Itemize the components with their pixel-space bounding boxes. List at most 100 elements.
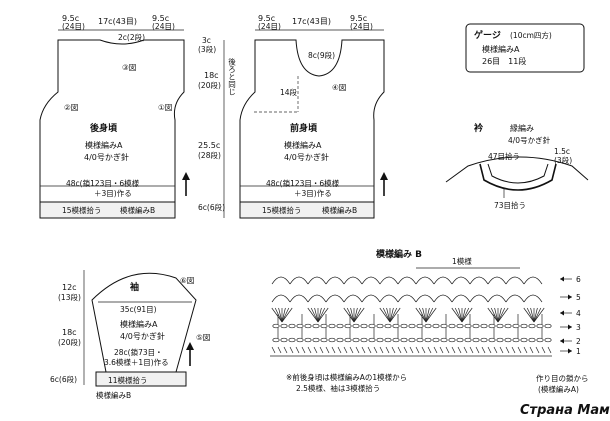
chart-single-stitch (433, 346, 438, 354)
collar-title: 衿 (474, 122, 483, 134)
sleeve-band-stitch: 模様編みB (96, 390, 131, 400)
chart-single-stitch (475, 346, 480, 354)
chart-chain-stitch (376, 323, 384, 329)
chart-chain-stitch (496, 323, 504, 329)
chart-row-label: 5 (576, 293, 581, 302)
front-width-mid: 17c(43目) (292, 17, 331, 26)
chart-fan-stitch (353, 307, 358, 323)
chart-chain-stitch (456, 323, 464, 329)
front-bodice: 9.5c (24目) 17c(43目) 9.5c (24目) 8c(9段) ④図… (239, 14, 388, 219)
chart-scallop (379, 294, 399, 303)
chart-fan-stitch (310, 307, 319, 323)
back-bodice: 9.5c (24目) 17c(43目) 9.5c (24目) 2c(2段) ③図… (39, 14, 190, 219)
front-width-right-sts: (24目) (350, 22, 373, 31)
chart-single-stitch (385, 346, 390, 354)
chart-single-stitch (361, 346, 366, 354)
chart-chain-stitch (496, 337, 504, 343)
chart-fan-stitch (317, 307, 326, 323)
sleeve-outline (91, 272, 197, 373)
chart-row-label: 4 (576, 309, 581, 318)
chart-single-stitch (529, 346, 534, 354)
chart-scallop (415, 276, 435, 285)
chart-fan-stitch (281, 307, 293, 323)
chart-single-stitch (319, 346, 324, 354)
chart-chain-stitch (320, 323, 328, 329)
chart-row-label: 1 (576, 347, 581, 356)
chart-single-stitch (493, 346, 498, 354)
chart-single-stitch (541, 346, 546, 354)
chart-fan-stitch (533, 307, 545, 323)
sleeve-ref-6: ⑥図 (180, 276, 194, 285)
chart-scallop (397, 276, 417, 285)
back-ref-2: ②図 (64, 103, 78, 112)
chart-chain-stitch (320, 337, 328, 343)
chart-scallop (271, 294, 291, 303)
chart-single-stitch (343, 346, 348, 354)
chart-chain-stitch (440, 337, 448, 343)
chart-single-stitch (487, 346, 492, 354)
chart-fan-stitch (418, 307, 427, 323)
chart-chain-stitch (368, 323, 376, 329)
chart-row-arrowhead (560, 276, 564, 282)
chart-row-arrowhead (568, 294, 572, 300)
chart-fan-stitch (317, 307, 322, 323)
chart-single-stitch (415, 346, 420, 354)
collar: 衿 縁編み 4/0号かぎ針 47目拾う 1.5c (3段) 73目拾う (445, 122, 589, 210)
back-band (39, 201, 176, 219)
chart-chain-stitch (368, 337, 376, 343)
chart-row-label: 2 (576, 337, 581, 346)
chart-chain-stitch (432, 337, 440, 343)
collar-bottom-pickup: 73目拾う (494, 200, 526, 210)
collar-inner-edge (487, 163, 549, 184)
chart-chain-stitch (312, 337, 320, 343)
chart-fan-stitch (317, 307, 329, 323)
chart-chain-stitch (336, 337, 344, 343)
chart-chain-stitch (440, 323, 448, 329)
chart-chain-stitch (392, 323, 400, 329)
chart-fan-stitch (451, 307, 463, 323)
chart-chain-stitch (312, 323, 320, 329)
chart-chain-stitch (280, 323, 288, 329)
chart-single-stitch (397, 346, 402, 354)
chart-scallop (433, 294, 453, 303)
chart-row-label: 6 (576, 275, 581, 284)
chart-fan-stitch (490, 307, 499, 323)
gauge-box: ゲージ (10cm四方) 模様編みA 26目 11段 (465, 23, 585, 73)
chart-scallop (379, 276, 399, 285)
front-band-stitch: 模様編みB (322, 205, 357, 215)
chart-single-stitch (403, 346, 408, 354)
sleeve-band-pickup: 11模様拾う (108, 375, 148, 385)
chart-scallop (325, 276, 345, 285)
chart-chain-stitch (352, 337, 360, 343)
back-ref-1: ①図 (158, 103, 172, 112)
chart-fan-stitch (461, 307, 470, 323)
chart-chain-stitch (528, 337, 536, 343)
collar-pickup: 47目拾う (488, 151, 520, 161)
chart-chain-stitch (328, 323, 336, 329)
chart-single-stitch (469, 346, 474, 354)
chart-fan-stitch (389, 307, 398, 323)
chart-scallop (523, 294, 543, 303)
chart-chain-stitch (376, 337, 384, 343)
chart-single-stitch (331, 346, 336, 354)
chart-fan-stitch (526, 307, 535, 323)
chart-single-stitch (535, 346, 540, 354)
chart-note-2: 2.5模様、袖は3模様拾う (296, 383, 380, 393)
chart-fan-stitch (379, 307, 391, 323)
chart-chain-stitch (544, 323, 552, 329)
side-h3: 25.5c (198, 141, 220, 150)
chart-chain-stitch (464, 323, 472, 329)
chart-single-stitch (355, 346, 360, 354)
chart-chain-stitch (520, 337, 528, 343)
chart-single-stitch (409, 346, 414, 354)
chart-chain-stitch (304, 337, 312, 343)
front-direction-arrowhead (380, 172, 388, 180)
collar-height-rows: (3段) (554, 155, 572, 165)
sleeve-hook: 4/0号かぎ針 (120, 331, 165, 341)
chart-row-label: 3 (576, 323, 581, 332)
back-title: 後身頃 (90, 122, 118, 134)
chart-single-stitch (517, 346, 522, 354)
back-foundation-2: ＋3目)作る (94, 188, 132, 198)
chart-chain-stitch (480, 337, 488, 343)
